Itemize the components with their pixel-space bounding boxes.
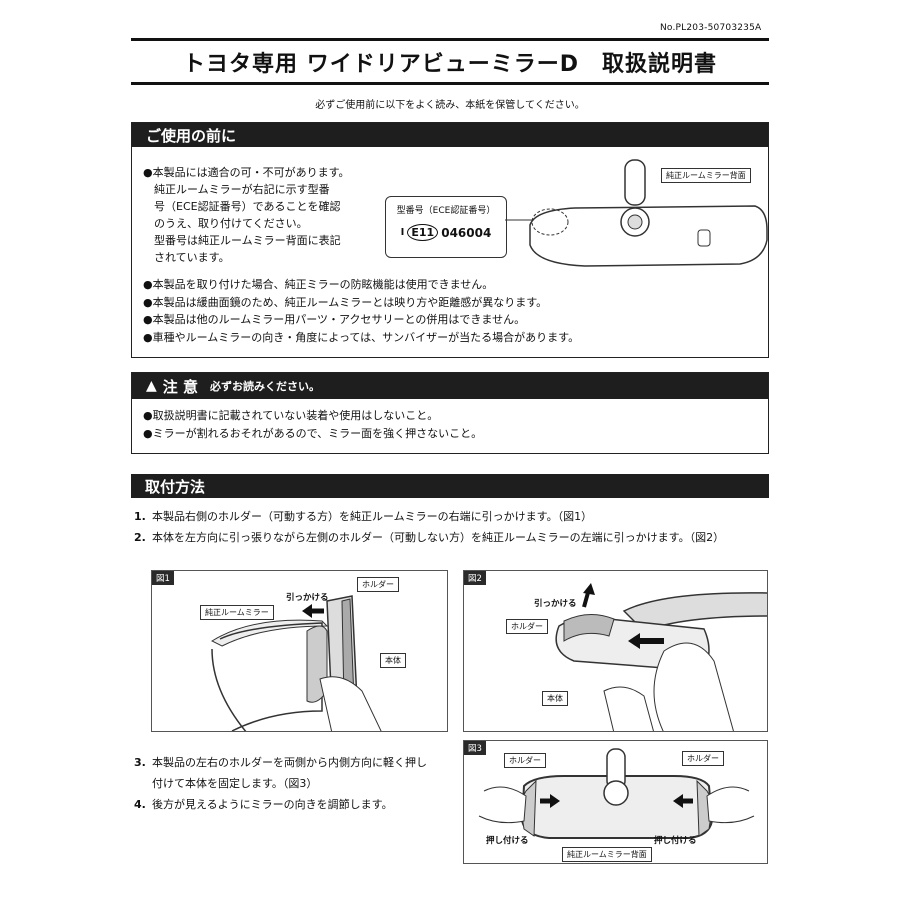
paragraph-line: 純正ルームミラーが右記に示す型番 <box>143 183 330 196</box>
caution-item: ミラーが割れるおそれがあるので、ミラー面を強く押さないこと。 <box>143 425 768 443</box>
mirror-back-callout: 純正ルームミラー背面 <box>562 847 652 862</box>
paragraph-line: のうえ、取り付けてください。 <box>143 217 308 230</box>
install-steps: 1.本製品右側のホルダー（可動する方）を純正ルームミラーの右端に引っかけます。（… <box>134 506 724 548</box>
model-code: 046004 <box>441 225 492 240</box>
bullet-item: 車種やルームミラーの向き・角度によっては、サンバイザーが当たる場合があります。 <box>143 329 579 347</box>
ece-mark: E11 <box>407 224 439 241</box>
step-item: 3.本製品の左右のホルダーを両側から内側方向に軽く押し <box>134 756 427 769</box>
mirror-back-label: 純正ルームミラー背面 <box>661 168 751 183</box>
caution-item: 取扱説明書に記載されていない装着や使用はしないこと。 <box>143 407 768 425</box>
page-title: トヨタ専用 ワイドリアビューミラーD 取扱説明書 <box>183 52 717 77</box>
paragraph-line: 型番号は純正ルームミラー背面に表記 <box>143 234 341 247</box>
figure-2-tag: 図2 <box>464 571 486 585</box>
paragraph-line: されています。 <box>143 251 230 264</box>
figure-3-tag: 図3 <box>464 741 486 755</box>
step-item: 1.本製品右側のホルダー（可動する方）を純正ルームミラーの右端に引っかけます。（… <box>134 510 593 523</box>
caution-subheading: 必ずお読みください。 <box>210 380 321 393</box>
holder-left-callout: ホルダー <box>504 753 546 768</box>
model-prefix: I <box>400 227 405 238</box>
push-left-label: 押し付ける <box>486 836 529 846</box>
genuine-mirror-callout: 純正ルームミラー <box>200 605 274 620</box>
compatibility-paragraph: ●本製品には適合の可・不可があります。 純正ルームミラーが右記に示す型番 号（E… <box>143 164 393 266</box>
bullet-item: 本製品は緩曲面鏡のため、純正ルームミラーとは映り方や距離感が異なります。 <box>143 294 579 312</box>
caution-heading: 注 意 <box>162 377 199 396</box>
body-callout: 本体 <box>380 653 406 668</box>
step-item: 2.本体を左方向に引っ張りながら左側のホルダー（可動しない方）を純正ルームミラー… <box>134 531 725 544</box>
hook-label: 引っかける <box>286 593 329 603</box>
figure-1: 図1 引っかける ホルダー 純正ルームミラー 本体 <box>151 570 448 732</box>
install-steps-lower: 3.本製品の左右のホルダーを両側から内側方向に軽く押し 付けて本体を固定します。… <box>134 752 427 815</box>
holder-callout: ホルダー <box>506 619 548 634</box>
figure-3-illustration <box>478 748 755 839</box>
caution-header: ▲ 注 意 必ずお読みください。 <box>132 373 768 399</box>
push-right-label: 押し付ける <box>654 836 697 846</box>
figure-1-tag: 図1 <box>152 571 174 585</box>
model-number-callout: 型番号（ECE認証番号） I E11 046004 <box>385 196 507 258</box>
figure-3: 図3 ホルダー ホルダー 押し付ける 押し付ける 純正ルームミラー背面 <box>463 740 768 864</box>
step-item: 4.後方が見えるようにミラーの向きを調節します。 <box>134 798 393 811</box>
bullet-item: 本製品は他のルームミラー用パーツ・アクセサリーとの併用はできません。 <box>143 311 579 329</box>
holder-right-callout: ホルダー <box>682 751 724 766</box>
paragraph-line: ●本製品には適合の可・不可があります。 <box>143 166 350 179</box>
document-number: No.PL203-50703235A <box>660 23 762 33</box>
before-use-heading: ご使用の前に <box>146 126 237 145</box>
before-use-section: ご使用の前に <box>131 122 769 358</box>
model-number-label: 型番号（ECE認証番号） <box>396 206 496 216</box>
before-use-bullets: 本製品を取り付けた場合、純正ミラーの防眩機能は使用できません。 本製品は緩曲面鏡… <box>143 276 579 346</box>
paragraph-line: 号（ECE認証番号）であることを確認 <box>143 200 341 213</box>
holder-callout: ホルダー <box>357 577 399 592</box>
figure-2-illustration <box>555 583 767 731</box>
figure-2: 図2 引っかける ホルダー 本体 <box>463 570 768 732</box>
warning-icon: ▲ <box>146 378 157 394</box>
bullet-item: 本製品を取り付けた場合、純正ミラーの防眩機能は使用できません。 <box>143 276 579 294</box>
figure-1-illustration <box>210 595 382 731</box>
body-callout: 本体 <box>542 691 568 706</box>
hook-label: 引っかける <box>534 599 577 609</box>
title-rule-bottom <box>131 82 769 85</box>
caution-section: ▲ 注 意 必ずお読みください。 取扱説明書に記載されていない装着や使用はしない… <box>131 372 769 454</box>
install-header: 取付方法 <box>131 474 769 498</box>
title-rule-top <box>131 38 769 41</box>
before-use-header: ご使用の前に <box>132 123 768 147</box>
mirror-back-illustration <box>505 159 768 267</box>
install-heading: 取付方法 <box>145 477 206 496</box>
step-continuation: 付けて本体を固定します。（図3） <box>152 777 318 790</box>
read-notice: 必ずご使用前に以下をよく読み、本紙を保管してください。 <box>315 100 585 111</box>
